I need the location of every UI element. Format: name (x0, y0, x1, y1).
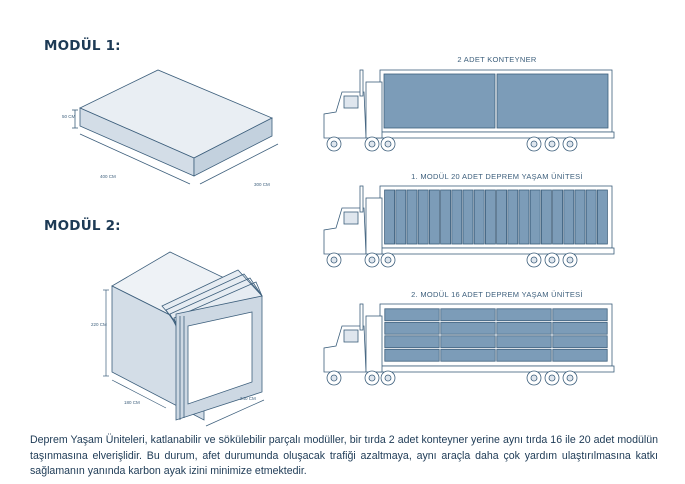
sleeper-cab (365, 197, 383, 255)
module-unit (496, 348, 552, 362)
module-unit (440, 308, 496, 322)
wheel-hub (384, 256, 392, 264)
truck-chassis (371, 247, 615, 255)
module-unit (518, 189, 530, 245)
wheel-hub (384, 140, 392, 148)
cab-window (343, 95, 359, 109)
module-unit (417, 189, 429, 245)
description-text: Deprem Yaşam Üniteleri, katlanabilir ve … (30, 434, 658, 477)
truck-3-caption: 2. MODÜL 16 ADET DEPREM YAŞAM ÜNİTESİ (411, 290, 583, 299)
module-unit (395, 189, 407, 245)
wheel-hub (530, 256, 538, 264)
module-unit (507, 189, 519, 245)
module-unit (496, 335, 552, 349)
exhaust-stack (359, 69, 364, 97)
module-unit (597, 189, 608, 245)
truck-chassis (371, 131, 615, 139)
module-unit (428, 189, 440, 245)
module-unit (552, 348, 608, 362)
module-unit (384, 189, 396, 245)
module-unit (552, 321, 608, 335)
module-unit (552, 189, 563, 245)
module-unit (563, 189, 575, 245)
module-2-heading: MODÜL 2: (44, 218, 121, 234)
wheel-hub (368, 140, 376, 148)
sleeper-cab (365, 315, 383, 373)
module-unit (496, 189, 508, 245)
truck-2-caption: 1. MODÜL 20 ADET DEPREM YAŞAM ÜNİTESİ (411, 172, 583, 181)
module-1-width-dim: 300 CM (254, 182, 270, 187)
container-unit (383, 73, 496, 129)
module-unit (440, 348, 496, 362)
module-unit (462, 189, 474, 245)
wheel-hub (566, 256, 574, 264)
module-unit (552, 308, 608, 322)
module-2-depth-dim: 180 CM (124, 400, 140, 405)
module-unit (585, 189, 597, 245)
module-unit (384, 321, 440, 335)
cab-window (343, 211, 359, 225)
truck-chassis (371, 365, 615, 373)
module-unit (552, 335, 608, 349)
module-1-heading: MODÜL 1: (44, 38, 121, 54)
container-unit (496, 73, 609, 129)
wheel-hub (548, 140, 556, 148)
sleeper-cab (365, 81, 383, 139)
exhaust-stack (359, 303, 364, 331)
module-unit (496, 308, 552, 322)
module-unit (541, 189, 552, 245)
wheel-hub (548, 374, 556, 382)
module-unit (384, 348, 440, 362)
module-1-height-dim: 50 CM (62, 114, 76, 119)
module-unit (451, 189, 463, 245)
truck-2 (323, 185, 615, 268)
wheel-hub (566, 374, 574, 382)
wheel-hub (368, 256, 376, 264)
wheel-hub (368, 374, 376, 382)
truck-3 (323, 303, 615, 386)
module-2-height-dim: 220 CM (91, 322, 107, 327)
wheel-hub (330, 374, 338, 382)
module-unit (574, 189, 586, 245)
module-unit (440, 335, 496, 349)
module-unit (496, 321, 552, 335)
module-unit (440, 321, 496, 335)
truck-1 (323, 69, 615, 152)
module-unit (440, 189, 452, 245)
module-unit (473, 189, 485, 245)
module-unit (529, 189, 541, 245)
module-unit (406, 189, 418, 245)
wheel-hub (548, 256, 556, 264)
truck-1-caption: 2 ADET KONTEYNER (457, 55, 537, 64)
wheel-hub (384, 374, 392, 382)
cab-window (343, 329, 359, 343)
wheel-hub (566, 140, 574, 148)
wheel-hub (530, 374, 538, 382)
wheel-hub (530, 140, 538, 148)
module-1-depth-dim: 400 CM (100, 174, 116, 179)
wheel-hub (330, 140, 338, 148)
module-unit (384, 335, 440, 349)
module-unit (484, 189, 496, 245)
exhaust-stack (359, 185, 364, 213)
module-2-width-dim: 240 CM (240, 396, 256, 401)
module-unit (384, 308, 440, 322)
wheel-hub (330, 256, 338, 264)
